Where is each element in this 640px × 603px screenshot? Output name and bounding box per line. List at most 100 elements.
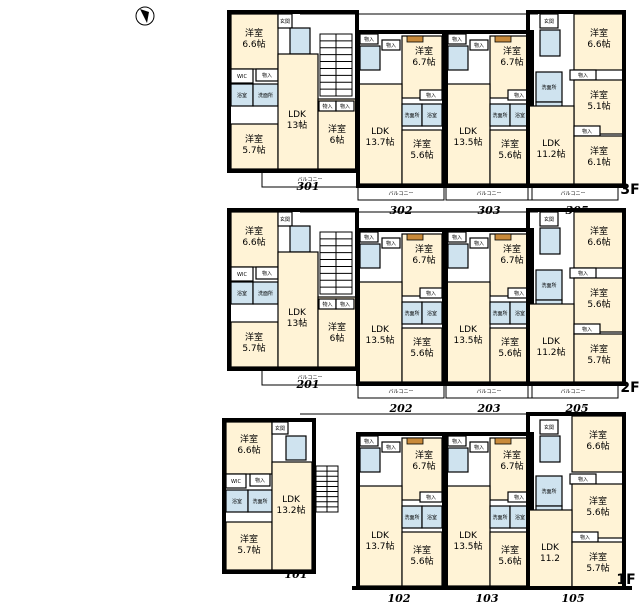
room-western-2-type: 洋室 [501,544,519,556]
storage-c-label: 物入 [426,92,436,99]
toilet [539,227,561,255]
floor-label-3F: 3F [620,182,639,198]
room-western-1-area: 6.7帖 [500,460,523,472]
unit-number-102: 102 [388,592,411,603]
toilet [359,45,381,71]
balcony [445,383,533,399]
storage-1-label: 物入 [262,72,272,79]
unit-202: 物入物入洋室6.7帖LDK13.5帖洗面所浴室物入洋室5.6帖バルコニー [356,228,446,399]
balcony [357,185,445,201]
room-ldk [357,485,403,587]
storage-c-label: 物入 [514,290,524,297]
room-western-2-type: 洋室 [590,287,608,299]
room-western-1-type: 洋室 [415,45,433,57]
unit-number-201: 201 [296,378,320,391]
room-western-1-type: 洋室 [503,449,521,461]
unit-number-203: 203 [477,402,501,415]
room-western-1-area: 6.7帖 [500,254,523,266]
washroom-label: 洗面所 [258,92,273,99]
room-western-2-area: 5.7帖 [242,342,265,354]
storage-1-label: 物入 [262,270,272,277]
unit-number-303: 303 [478,204,501,217]
storage-b [469,237,489,249]
storage-b-label: 物入 [386,240,396,247]
storage-a-label: 物入 [452,234,462,241]
room-western-1-area: 6.7帖 [412,56,435,68]
washroom-label: 洗面所 [541,282,556,289]
room-western-3-area: 5.7帖 [587,354,610,366]
room-western-2-type: 洋室 [501,138,519,150]
washroom-label: 洗面所 [541,84,556,91]
room-western-1 [401,35,443,99]
balcony-label: バルコニー [389,191,414,197]
storage-b-label: 物入 [582,128,592,135]
storage-b-label: 物入 [386,444,396,451]
balcony [527,185,619,201]
room-western-3 [573,135,625,185]
storage-3 [335,100,355,112]
room-western-1 [230,13,279,70]
room-western-2 [571,483,625,539]
room-ldk-area: 11.2帖 [536,346,565,358]
storage-c-label: 物入 [426,290,436,297]
bath-label: 浴室 [232,498,242,505]
room-western-1 [573,211,625,269]
room-western-2-area: 5.6帖 [498,555,521,567]
storage-a-label: 物入 [578,270,588,277]
room-ldk-area: 13.2帖 [276,504,305,516]
balcony-label: バルコニー [561,389,586,395]
room-western-2-type: 洋室 [501,336,519,348]
room-ldk-area: 13帖 [287,119,307,131]
storage-b-label: 物入 [580,534,590,541]
room-western-3-area: 6帖 [330,134,345,146]
unit-number-101: 101 [285,568,308,581]
balcony [445,185,533,201]
room-ldk-type: LDK [282,495,301,505]
room-western-2-area: 5.1帖 [587,100,610,112]
toilet [447,243,469,269]
room-western-1-type: 洋室 [415,243,433,255]
room-western-1-area: 6.6帖 [242,38,265,50]
bath-label: 浴室 [515,112,525,119]
storage-2-label: 物入 [322,103,332,110]
balcony [357,383,445,399]
unit-103: 物入物入洋室6.7帖LDK13.5帖洗面所浴室物入洋室5.6帖 [444,432,534,590]
room-ldk-area: 11.2帖 [536,148,565,160]
room-western-1-area: 6.7帖 [412,460,435,472]
entrance-label: 玄関 [544,216,554,223]
room-ldk-type: LDK [371,127,390,137]
room-western-2-area: 5.7帖 [242,144,265,156]
room-western-2-type: 洋室 [413,336,431,348]
wic-label: WIC [231,479,241,485]
room-western-2 [489,531,531,587]
room-ldk-type: LDK [459,531,478,541]
bath-label: 浴室 [427,514,437,521]
storage-b [469,39,489,51]
room-western-2 [401,531,443,587]
room-ldk-area: 13帖 [287,317,307,329]
room-ldk-type: LDK [371,325,390,335]
room-western-1-area: 6.6帖 [242,236,265,248]
room-western-1-type: 洋室 [590,27,608,39]
closet [494,233,512,241]
storage-a-label: 物入 [364,36,374,43]
storage-b-label: 物入 [474,42,484,49]
room-ldk-area: 13.5帖 [453,136,482,148]
balcony-label: バルコニー [389,389,414,395]
toilet [359,243,381,269]
room-ldk-type: LDK [288,110,307,120]
room-western-2 [401,327,443,383]
room-western-1-type: 洋室 [245,225,263,237]
room-western-1-type: 洋室 [589,429,607,441]
room-western-1-area: 6.7帖 [412,254,435,266]
closet [494,437,512,445]
room-ldk-area: 11.2 [540,554,560,564]
room-western-2-area: 5.6帖 [498,347,521,359]
stairwell [319,33,353,97]
washroom-label: 洗面所 [404,514,419,521]
room-western-1 [401,437,443,501]
bath-label: 浴室 [237,92,247,99]
